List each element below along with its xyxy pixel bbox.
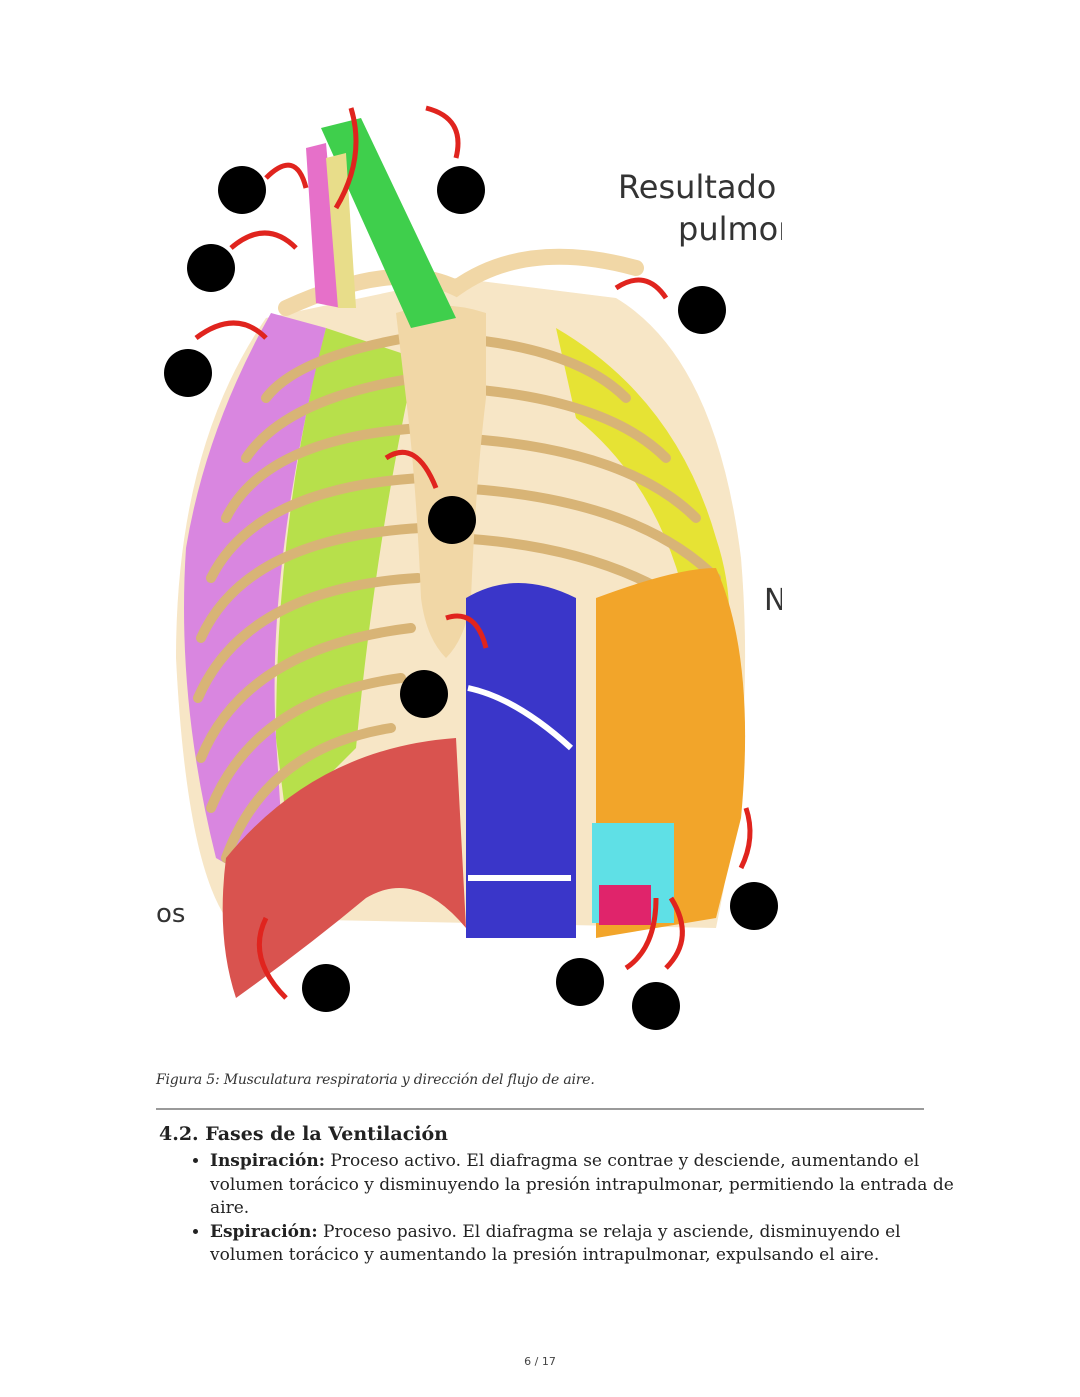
marker <box>556 958 604 1006</box>
list-item-inspiracion: Inspiración: Proceso activo. El diafragm… <box>210 1150 970 1221</box>
figure-caption: Figura 5: Musculatura respiratoria y dir… <box>156 1072 595 1088</box>
marker <box>632 982 680 1030</box>
marker <box>218 166 266 214</box>
page-number: 6 / 17 <box>524 1355 556 1368</box>
muscle-markers <box>164 166 778 1030</box>
section-divider <box>156 1108 924 1110</box>
scalene-muscle <box>306 143 341 308</box>
marker <box>187 244 235 292</box>
text-inspiracion: Proceso activo. El diafragma se contrae … <box>210 1151 954 1218</box>
marker <box>437 166 485 214</box>
ventilation-phases-list: Inspiración: Proceso activo. El diafragm… <box>168 1150 970 1268</box>
transversus-muscle <box>599 885 651 925</box>
marker <box>302 964 350 1012</box>
term-inspiracion: Inspiración: <box>210 1151 325 1171</box>
section-heading: 4.2. Fases de la Ventilación <box>159 1123 448 1145</box>
rectus-abdominis <box>466 583 576 938</box>
overlay-text-1: Resultado c <box>618 168 782 206</box>
scalene-muscle-2 <box>326 153 356 308</box>
marker <box>428 496 476 544</box>
marker <box>678 286 726 334</box>
overlay-text-right: N <box>764 583 782 618</box>
overlay-text-2: pulmon <box>678 210 782 248</box>
overlay-text-left: os <box>156 899 185 929</box>
list-item-espiracion: Espiración: Proceso pasivo. El diafragma… <box>210 1221 970 1268</box>
marker <box>400 670 448 718</box>
marker <box>164 349 212 397</box>
rectus-tendon <box>467 685 574 751</box>
airflow-arrows <box>194 105 753 1000</box>
diaphragm <box>222 738 466 998</box>
sternum <box>396 305 486 658</box>
respiratory-muscles-figure: Resultado c pulmon os N <box>156 98 782 1033</box>
marker <box>730 882 778 930</box>
text-espiracion: Proceso pasivo. El diafragma se relaja y… <box>210 1221 901 1266</box>
term-espiracion: Espiración: <box>210 1221 318 1242</box>
ribs <box>193 333 731 863</box>
